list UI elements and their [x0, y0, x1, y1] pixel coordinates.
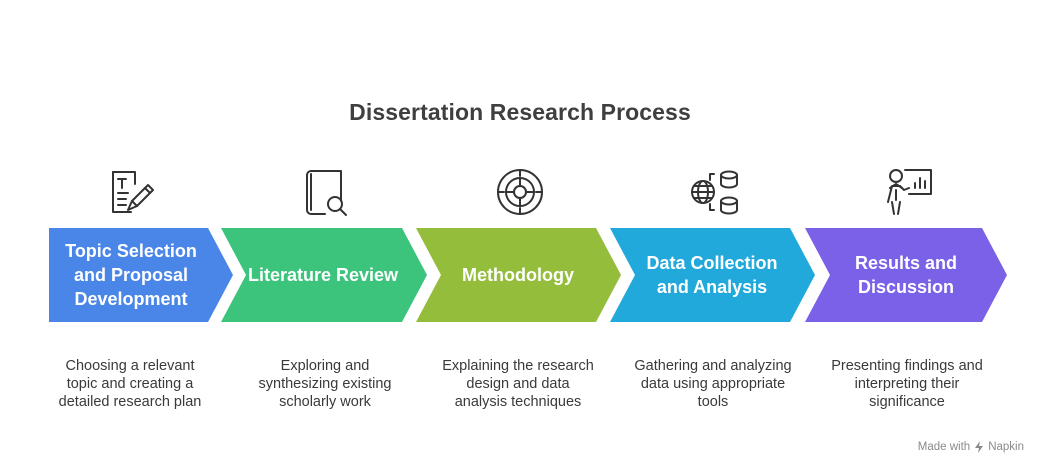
- book-search-icon: [299, 166, 351, 218]
- made-with-napkin-watermark[interactable]: Made with Napkin: [918, 441, 1024, 453]
- step-label-data-collection: Data Collection and Analysis: [646, 253, 778, 297]
- step-description-results-discussion: Presenting findings and interpreting the…: [831, 358, 983, 410]
- step-label-results-discussion: Results and Discussion: [854, 253, 958, 297]
- step-label-topic-selection: Topic Selection and Proposal Development: [65, 241, 197, 309]
- step-description-methodology: Explaining the research design and data …: [442, 358, 594, 410]
- step-arrow-4: [610, 228, 815, 322]
- globe-database-icon: [689, 166, 741, 218]
- step-arrow-1: [49, 228, 233, 322]
- step-description-topic-selection: Choosing a relevant topic and creating a…: [58, 358, 202, 410]
- step-description-data-collection: Gathering and analyzing data using appro…: [634, 358, 792, 410]
- napkin-logo-icon: [975, 441, 984, 453]
- step-description-literature-review: Exploring and synthesizing existing scho…: [258, 358, 392, 410]
- target-wheel-icon: [494, 166, 546, 218]
- document-edit-icon: [104, 166, 156, 218]
- step-arrow-3: [416, 228, 621, 322]
- presenter-chart-icon: [883, 166, 935, 218]
- step-arrow-2: [221, 228, 427, 322]
- step-label-literature-review: Literature Review: [247, 265, 399, 285]
- step-arrow-5: [805, 228, 1007, 322]
- diagram-title: Dissertation Research Process: [349, 99, 691, 125]
- napkin-brand-text: Napkin: [988, 441, 1024, 453]
- made-with-text: Made with: [917, 441, 971, 453]
- step-label-methodology: Methodology: [462, 265, 574, 285]
